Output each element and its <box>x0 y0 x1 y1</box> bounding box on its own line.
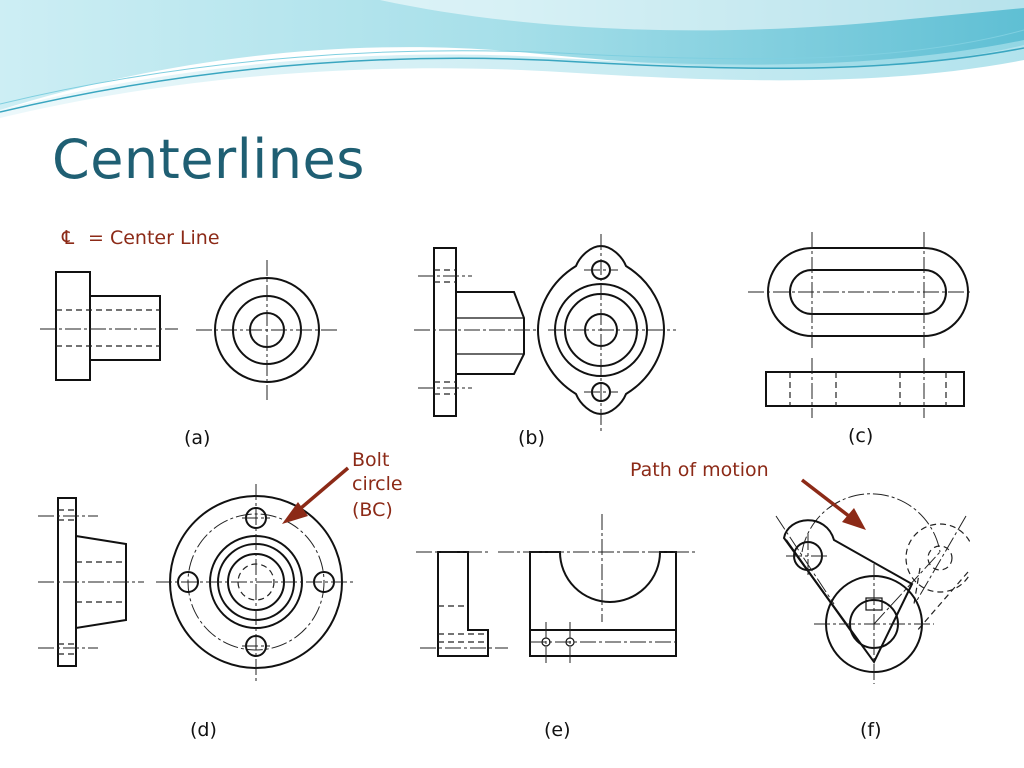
header-wave-decoration <box>0 0 1024 118</box>
path-of-motion-annotation: Path of motion <box>630 459 866 530</box>
figure-c: (c) <box>748 232 970 447</box>
centerline-figure: ℄ = Center Line (a) <box>36 222 970 750</box>
caption-c: (c) <box>848 425 873 447</box>
bolt-circle-label-line1: Bolt <box>352 449 389 471</box>
figure-d: (d) <box>38 484 356 741</box>
caption-f: (f) <box>860 719 882 741</box>
caption-d: (d) <box>190 719 217 741</box>
figure-f: (f) <box>775 493 970 741</box>
figure-b: (b) <box>414 234 676 449</box>
figure-e: (e) <box>416 514 696 741</box>
bolt-circle-label-line2: circle <box>352 473 403 495</box>
caption-b: (b) <box>518 427 545 449</box>
legend-text: = Center Line <box>88 227 220 249</box>
centerline-drawings: ℄ = Center Line (a) <box>38 227 970 741</box>
caption-e: (e) <box>544 719 571 741</box>
bolt-circle-annotation: Bolt circle (BC) <box>282 449 403 524</box>
path-of-motion-label: Path of motion <box>630 459 769 481</box>
slide-title: Centerlines <box>52 128 365 191</box>
bolt-circle-label-line3: (BC) <box>352 499 393 521</box>
centerline-symbol: ℄ <box>61 227 75 249</box>
caption-a: (a) <box>184 427 210 449</box>
figure-a: (a) <box>40 260 338 449</box>
